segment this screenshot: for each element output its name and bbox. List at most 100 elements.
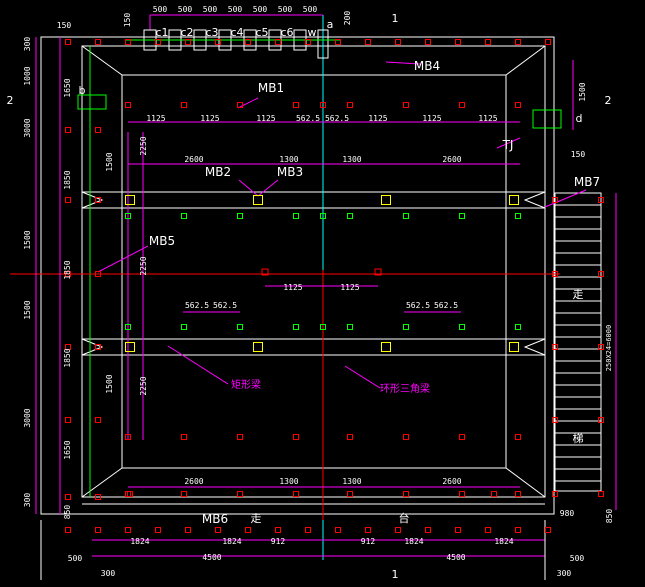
dim-top-3: 500 [228, 5, 243, 14]
edge-marker-top [275, 39, 281, 45]
bottom-row-marker [125, 491, 131, 497]
dim-row1-3: 562.5 [296, 114, 320, 123]
edge-marker-bottom [155, 527, 161, 533]
section-2-right: 2 [605, 94, 612, 107]
column-marker-bottom [181, 434, 187, 440]
leader-mb7 [544, 189, 587, 208]
bottom-row-marker [459, 491, 465, 497]
edge-marker-top [395, 39, 401, 45]
edge-marker-bottom [125, 527, 131, 533]
beam-marker-lower [403, 324, 409, 330]
beam-band-lower [81, 338, 546, 356]
column-marker-top [403, 102, 409, 108]
label-mb7: MB7 [574, 175, 600, 189]
dim-left-inner-1: 1850 [63, 170, 72, 189]
beam-marker-lower [181, 324, 187, 330]
chamfer-br [505, 467, 546, 498]
label-rect-beam: 矩形梁 [231, 378, 261, 391]
edge-marker-bottom [335, 527, 341, 533]
edge-marker-top [515, 39, 521, 45]
dim-top-2: 500 [203, 5, 218, 14]
edge-marker-top [365, 39, 371, 45]
edge-marker-left2 [95, 417, 101, 423]
column-marker-bottom [403, 434, 409, 440]
beam-marker-lower [515, 324, 521, 330]
beam-marker-upper [237, 213, 243, 219]
edge-marker-top [545, 39, 551, 45]
dim-v-2250b: 2250 [139, 256, 148, 275]
dim-right-1500: 1500 [578, 82, 587, 101]
dim-left-inner-4: 1650 [63, 440, 72, 459]
stair-marker [598, 417, 604, 423]
column-marker-top [125, 102, 131, 108]
dim-left-2: 3000 [23, 118, 32, 137]
beam-marker-upper [293, 213, 299, 219]
dim-l5625-0: 562.5 [185, 301, 209, 310]
label-c4: c4 [230, 26, 243, 39]
edge-marker-bottom [305, 527, 311, 533]
edge-marker-top [155, 39, 161, 45]
dim-row2-0: 2600 [184, 155, 203, 164]
edge-marker-top [455, 39, 461, 45]
dim-top-1: 500 [178, 5, 193, 14]
dim-v-1500b: 1500 [105, 374, 114, 393]
stair-marker [552, 271, 558, 277]
dim-top-right: 200 [343, 11, 352, 26]
pile-upper [253, 195, 263, 205]
dim-row3-2: 1300 [342, 477, 361, 486]
column-marker-top [293, 102, 299, 108]
leader-rect-beam [167, 345, 229, 385]
dim-mid-1: 1125 [340, 283, 359, 292]
edge-marker-top [485, 39, 491, 45]
dim-row2-1: 1300 [279, 155, 298, 164]
edge-marker-bottom [185, 527, 191, 533]
column-marker-bottom [125, 434, 131, 440]
tank-inner-floor [121, 74, 507, 469]
beam-band-upper [81, 191, 546, 209]
dim-bottom-0: 1824 [130, 537, 149, 546]
label-stairs: 梯 [573, 432, 584, 445]
edge-marker-left [65, 197, 71, 203]
dim-bottom-4: 1824 [404, 537, 423, 546]
edge-marker-bottom [515, 527, 521, 533]
label-ring-beam: 环形三角梁 [380, 382, 430, 395]
label-c3: c3 [205, 26, 218, 39]
beam-end-l2 [81, 338, 104, 356]
leader-mb5 [97, 245, 149, 273]
edge-marker-left2 [95, 197, 101, 203]
edge-marker-bottom [485, 527, 491, 533]
pipe-b [77, 94, 107, 110]
mid-marker [374, 268, 382, 276]
bottom-row-marker [293, 491, 299, 497]
dim-row1-2: 1125 [256, 114, 275, 123]
stair-marker [598, 197, 604, 203]
column-marker-bottom [293, 434, 299, 440]
edge-marker-top [305, 39, 311, 45]
pile-lower [509, 342, 519, 352]
column-marker-top [181, 102, 187, 108]
stair-marker [598, 491, 604, 497]
label-platform: 台 [399, 511, 410, 525]
dim-left-1: 1000 [23, 66, 32, 85]
edge-marker-left [65, 271, 71, 277]
edge-marker-top [65, 39, 71, 45]
dim-bottom-total-0: 4500 [202, 553, 221, 562]
dim-top-left-v: 150 [123, 13, 132, 28]
label-c7: w [308, 26, 317, 39]
dim-left-3: 1500 [23, 230, 32, 249]
dim-row1-1: 1125 [200, 114, 219, 123]
column-marker-top [459, 102, 465, 108]
edge-marker-left [65, 127, 71, 133]
label-c2: c2 [180, 26, 193, 39]
beam-marker-lower [320, 324, 326, 330]
beam-marker-lower [237, 324, 243, 330]
dim-top-5: 500 [278, 5, 293, 14]
edge-marker-left2 [95, 344, 101, 350]
beam-marker-upper [347, 213, 353, 219]
edge-marker-top [95, 39, 101, 45]
dim-bottom-end-1: 500 [570, 554, 585, 563]
label-mb2: MB2 [205, 165, 231, 179]
pipe-a [317, 29, 329, 59]
stair-marker [552, 417, 558, 423]
